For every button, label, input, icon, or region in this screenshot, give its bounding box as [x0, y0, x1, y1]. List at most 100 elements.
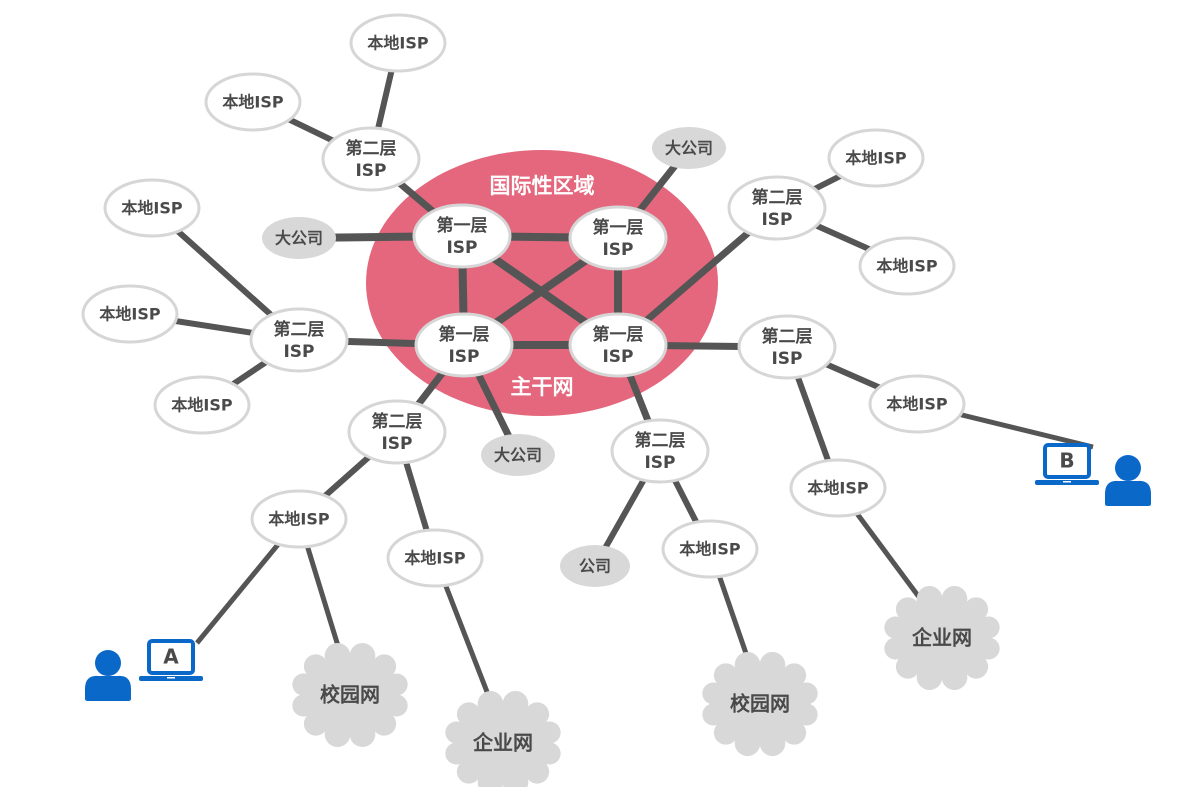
host-letter-label: B: [1059, 449, 1074, 473]
isp-tier-label: 第二层: [762, 326, 813, 347]
isp-tier-label: 第一层: [593, 324, 644, 345]
company-node[interactable]: 大公司: [262, 217, 336, 259]
local-isp-label: 本地ISP: [121, 199, 182, 218]
cloud-label: 校园网: [730, 692, 790, 716]
network-cloud-node[interactable]: 企业网: [884, 585, 1000, 691]
isp-ellipse: [737, 314, 837, 380]
isp-ellipse: [414, 312, 514, 378]
company-label: 大公司: [275, 229, 323, 248]
user-head: [95, 650, 121, 676]
local-isp-label: 本地ISP: [404, 549, 465, 568]
network-cloud-node[interactable]: 校园网: [702, 651, 818, 757]
host-letter-label: A: [163, 645, 179, 669]
local-isp-node[interactable]: 本地ISP: [827, 128, 925, 188]
cloud-body: [712, 664, 808, 744]
host-a[interactable]: A: [85, 639, 203, 701]
host-b[interactable]: B: [1035, 443, 1151, 506]
backbone-label: 主干网: [511, 375, 574, 399]
isp-tier-label: 第一层: [593, 217, 644, 238]
laptop-notch: [167, 677, 175, 679]
isp-ellipse: [868, 374, 966, 434]
laptop-icon: [1043, 443, 1091, 479]
isp-label: ISP: [283, 342, 314, 362]
local-isp-label: 本地ISP: [222, 93, 283, 112]
local-isp-node[interactable]: 本地ISP: [386, 528, 484, 588]
user-body: [85, 675, 131, 701]
local-isp-node[interactable]: 本地ISP: [349, 13, 447, 73]
user-head: [1115, 455, 1141, 481]
local-isp-label: 本地ISP: [876, 257, 937, 276]
local-isp-node[interactable]: 本地ISP: [204, 72, 302, 132]
isp-tier-label: 第二层: [346, 138, 397, 159]
company-ellipse: [652, 127, 726, 169]
company-label: 公司: [579, 557, 611, 576]
laptop-notch: [1063, 481, 1071, 483]
user-icon: [1105, 455, 1151, 506]
isp-ellipse: [789, 458, 887, 518]
company-ellipse: [481, 434, 555, 476]
network-nodes: 第一层ISP第一层ISP第一层ISP第一层ISP第二层ISP第二层ISP第二层I…: [81, 13, 1151, 787]
cloud-body: [894, 598, 990, 678]
company-label: 大公司: [665, 139, 713, 158]
local-isp-node[interactable]: 本地ISP: [661, 519, 759, 579]
isp-label: ISP: [771, 349, 802, 369]
local-isp-node[interactable]: 本地ISP: [868, 374, 966, 434]
user-icon: [85, 650, 131, 701]
local-isp-node[interactable]: 本地ISP: [81, 284, 179, 344]
local-isp-node[interactable]: 本地ISP: [103, 178, 201, 238]
local-isp-label: 本地ISP: [845, 149, 906, 168]
local-isp-node[interactable]: 本地ISP: [153, 375, 251, 435]
isp-tier-label: 第二层: [372, 411, 423, 432]
isp-label: ISP: [602, 240, 633, 260]
international-region-label: 国际性区域: [490, 174, 595, 198]
local-isp-node[interactable]: 本地ISP: [250, 489, 348, 549]
isp-label: ISP: [381, 434, 412, 454]
local-isp-node[interactable]: 本地ISP: [789, 458, 887, 518]
local-isp-node[interactable]: 本地ISP: [858, 236, 956, 296]
isp-ellipse: [412, 203, 512, 269]
region-labels: 国际性区域 主干网: [490, 174, 595, 399]
isp-ellipse: [858, 236, 956, 296]
isp-ellipse: [153, 375, 251, 435]
isp-label: ISP: [644, 453, 675, 473]
isp-label: ISP: [355, 161, 386, 181]
local-isp-label: 本地ISP: [367, 34, 428, 53]
network-cloud-node[interactable]: 校园网: [292, 642, 408, 748]
company-ellipse: [560, 545, 630, 587]
isp-tier-label: 第二层: [274, 319, 325, 340]
local-isp-label: 本地ISP: [268, 510, 329, 529]
local-isp-label: 本地ISP: [99, 305, 160, 324]
isp-ellipse: [568, 312, 668, 378]
isp-ellipse: [204, 72, 302, 132]
isp-label: ISP: [446, 238, 477, 258]
isp-ellipse: [347, 399, 447, 465]
local-isp-label: 本地ISP: [886, 395, 947, 414]
network-cloud-node[interactable]: 企业网: [445, 690, 561, 787]
isp-tier-label: 第二层: [635, 430, 686, 451]
isp-ellipse: [661, 519, 759, 579]
isp-ellipse: [827, 128, 925, 188]
company-node[interactable]: 大公司: [652, 127, 726, 169]
laptop-icon: [147, 639, 195, 675]
local-isp-label: 本地ISP: [679, 540, 740, 559]
isp-ellipse: [386, 528, 484, 588]
cloud-label: 校园网: [320, 683, 380, 707]
isp-ellipse: [249, 307, 349, 373]
isp-tier-label: 第一层: [439, 324, 490, 345]
isp-label: ISP: [602, 347, 633, 367]
company-node[interactable]: 公司: [560, 545, 630, 587]
isp-label: ISP: [448, 347, 479, 367]
company-node[interactable]: 大公司: [481, 434, 555, 476]
